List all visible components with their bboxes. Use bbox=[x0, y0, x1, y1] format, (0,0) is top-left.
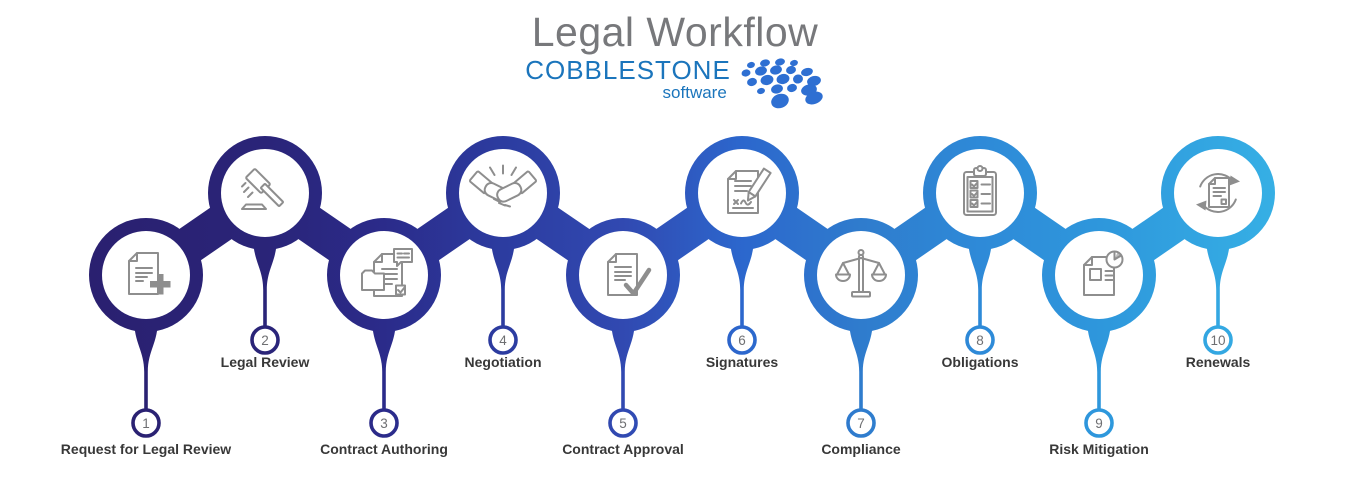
step-number-badge bbox=[1084, 408, 1114, 438]
scales-icon bbox=[835, 249, 887, 298]
step-stem bbox=[968, 236, 992, 329]
step-number-badge bbox=[1203, 325, 1233, 355]
step-stem bbox=[611, 318, 635, 412]
step-stem bbox=[372, 318, 396, 412]
step-label: Negotiation bbox=[465, 354, 542, 370]
document-add-icon bbox=[128, 252, 171, 295]
step-stem bbox=[1087, 318, 1111, 412]
page-title: Legal Workflow bbox=[531, 9, 819, 55]
brand-name: COBBLESTONE bbox=[525, 54, 731, 85]
step-number-badge bbox=[488, 325, 518, 355]
step-number: 6 bbox=[738, 333, 746, 348]
step-label: Risk Mitigation bbox=[1049, 441, 1149, 457]
document-piechart-icon bbox=[1083, 250, 1124, 296]
cobblestone-logo: COBBLESTONE software bbox=[0, 54, 1350, 112]
step-label: Renewals bbox=[1186, 354, 1251, 370]
step-stem bbox=[134, 318, 158, 412]
step-number-badge bbox=[965, 325, 995, 355]
document-check-icon bbox=[607, 253, 652, 296]
brand-subtitle: software bbox=[662, 83, 727, 103]
cobblestone-dots-icon bbox=[741, 58, 823, 109]
step-number: 8 bbox=[976, 333, 984, 348]
contract-authoring-icon bbox=[361, 248, 413, 297]
step-label: Contract Approval bbox=[562, 441, 684, 457]
step-number: 7 bbox=[857, 416, 865, 431]
step-label: Obligations bbox=[942, 354, 1019, 370]
step-number: 4 bbox=[499, 333, 507, 348]
step-number-badge bbox=[846, 408, 876, 438]
step-number-badge bbox=[727, 325, 757, 355]
step-number: 5 bbox=[619, 416, 627, 431]
clipboard-checklist-icon bbox=[963, 165, 997, 216]
step-stem bbox=[730, 236, 754, 329]
signature-pen-icon bbox=[727, 167, 772, 214]
step-label: Legal Review bbox=[221, 354, 310, 370]
document-renewal-icon bbox=[1196, 173, 1240, 213]
step-number: 3 bbox=[380, 416, 388, 431]
step-badges bbox=[131, 325, 1233, 438]
step-stems bbox=[134, 236, 1230, 412]
step-number-badge bbox=[250, 325, 280, 355]
step-label: Contract Authoring bbox=[320, 441, 448, 457]
step-stem bbox=[1206, 236, 1230, 329]
step-stem bbox=[491, 236, 515, 329]
step-label: Compliance bbox=[821, 441, 901, 457]
gavel-icon bbox=[241, 168, 284, 210]
step-number: 1 bbox=[142, 416, 150, 431]
step-number-badge bbox=[369, 408, 399, 438]
header: Legal Workflow COBBLESTONE software bbox=[0, 9, 1350, 112]
step-stem bbox=[849, 318, 873, 412]
step-icons bbox=[128, 164, 1240, 298]
step-number: 2 bbox=[261, 333, 269, 348]
step-number: 10 bbox=[1210, 333, 1225, 348]
step-label: Request for Legal Review bbox=[61, 441, 231, 457]
handshake-icon bbox=[469, 164, 537, 208]
step-stem bbox=[253, 236, 277, 329]
step-number-badge bbox=[608, 408, 638, 438]
step-number: 9 bbox=[1095, 416, 1103, 431]
step-label: Signatures bbox=[706, 354, 779, 370]
step-number-badge bbox=[131, 408, 161, 438]
